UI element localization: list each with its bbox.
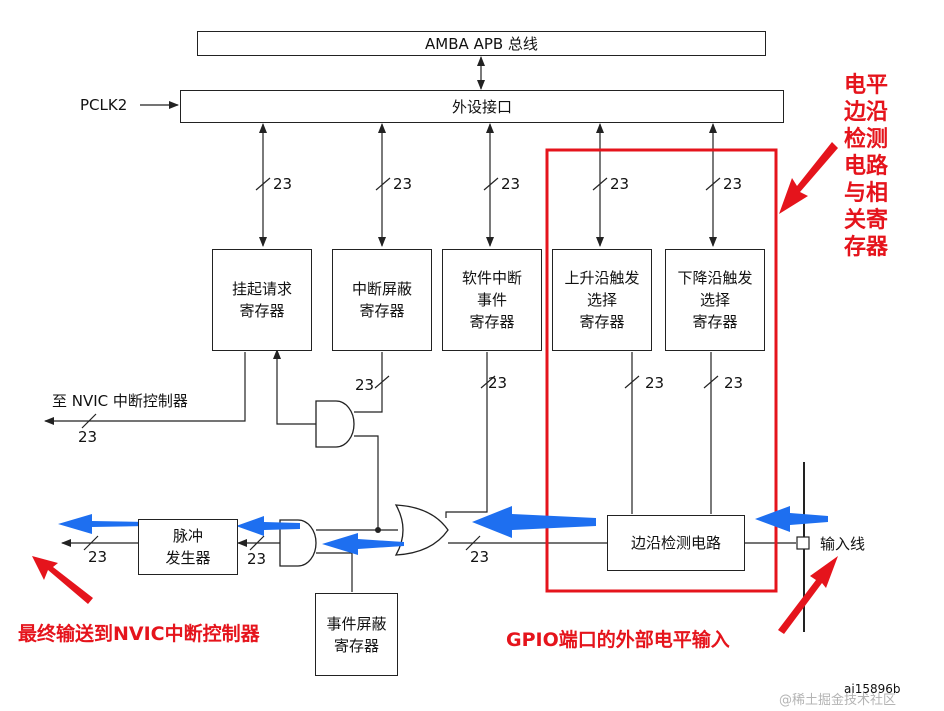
bus-width-label: 23 [470, 548, 490, 566]
bus-width-label: 23 [273, 175, 293, 193]
pulse-generator: 脉冲 发生器 [138, 519, 238, 575]
falling-edge-trigger-register: 下降沿触发 选择 寄存器 [665, 249, 765, 351]
bus-width-label: 23 [355, 376, 375, 394]
bus-width-label: 23 [247, 550, 267, 568]
bus-width-label: 23 [723, 175, 743, 193]
bus-width-label: 23 [501, 175, 521, 193]
edge-detect-circuit: 边沿检测电路 [607, 515, 745, 571]
bus-width-label: 23 [78, 428, 98, 446]
edge-circuit-annotation: 电平 边沿 检测 电路 与相 关寄 存器 [843, 73, 888, 260]
amba-apb-bus: AMBA APB 总线 [197, 31, 766, 56]
pending-request-register: 挂起请求 寄存器 [212, 249, 312, 351]
peripheral-interface: 外设接口 [180, 90, 784, 123]
bus-width-label: 23 [724, 374, 744, 392]
bus-width-label: 23 [645, 374, 665, 392]
interrupt-mask-register: 中断屏蔽 寄存器 [332, 249, 432, 351]
to-nvic-label: 至 NVIC 中断控制器 [52, 392, 188, 410]
bus-width-label: 23 [610, 175, 630, 193]
rising-edge-trigger-register: 上升沿触发 选择 寄存器 [552, 249, 652, 351]
pclk2-label: PCLK2 [80, 96, 128, 114]
bus-width-label: 23 [488, 374, 508, 392]
bus-width-label: 23 [88, 548, 108, 566]
software-interrupt-event-register: 软件中断 事件 寄存器 [442, 249, 542, 351]
watermark: @稀土掘金技术社区 [779, 693, 897, 708]
event-mask-register: 事件屏蔽 寄存器 [315, 593, 398, 676]
bus-width-label: 23 [393, 175, 413, 193]
gpio-input-annotation: GPIO端口的外部电平输入 [506, 629, 730, 651]
input-line-label: 输入线 [820, 535, 866, 553]
figure-id: ai15896b [844, 682, 901, 696]
final-output-annotation: 最终输送到NVIC中断控制器 [18, 623, 260, 645]
